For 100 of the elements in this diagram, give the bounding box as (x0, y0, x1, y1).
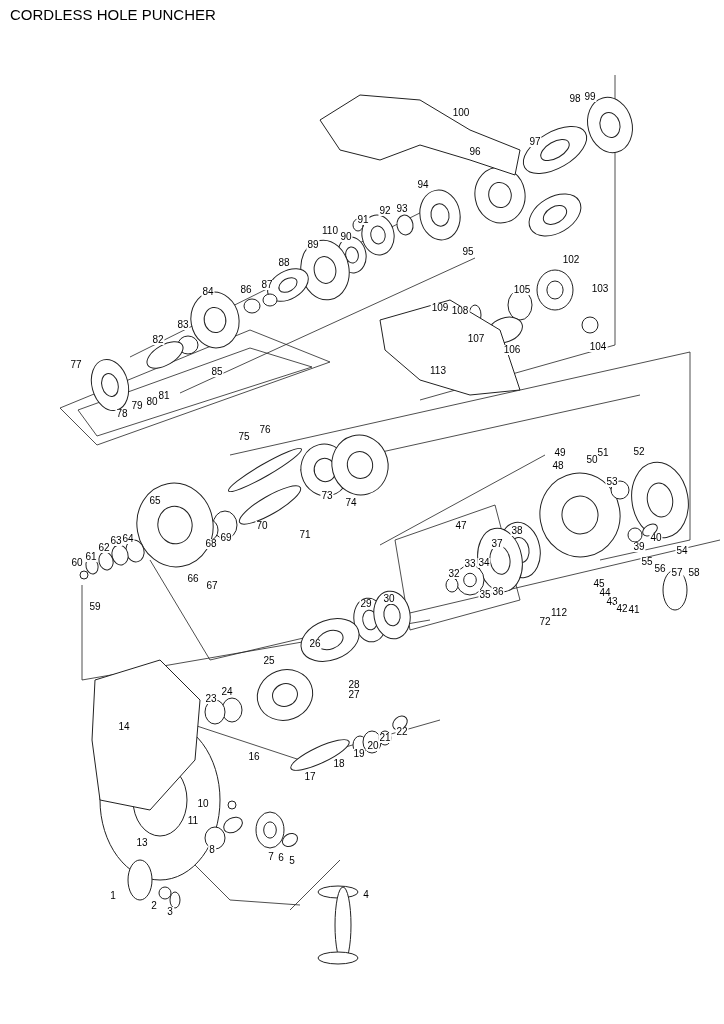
callout-number: 42 (615, 604, 629, 614)
callout-number: 72 (538, 617, 552, 627)
callout-number: 13 (135, 838, 149, 848)
callout-number: 57 (670, 568, 684, 578)
callout-number: 1 (109, 891, 117, 901)
callout-number: 87 (260, 280, 274, 290)
callout-number: 48 (551, 461, 565, 471)
callout-number: 78 (115, 409, 129, 419)
callout-number: 33 (463, 559, 477, 569)
callout-number: 54 (675, 546, 689, 556)
callout-number: 74 (344, 498, 358, 508)
callout-number: 102 (561, 255, 581, 265)
callout-number: 94 (416, 180, 430, 190)
callout-number: 41 (627, 605, 641, 615)
callout-number: 28 (347, 680, 361, 690)
callout-number: 21 (378, 733, 392, 743)
callout-number: 47 (454, 521, 468, 531)
callout-number: 89 (306, 240, 320, 250)
callout-number: 30 (382, 594, 396, 604)
callout-number: 99 (583, 92, 597, 102)
callout-number: 59 (88, 602, 102, 612)
callout-number: 6 (277, 853, 285, 863)
callout-number: 34 (477, 558, 491, 568)
callout-number: 75 (237, 432, 251, 442)
callout-number: 85 (210, 367, 224, 377)
callout-number: 81 (157, 391, 171, 401)
callout-number: 109 (430, 303, 450, 313)
callout-number: 32 (447, 569, 461, 579)
callout-number: 60 (70, 558, 84, 568)
callout-number: 45 (592, 579, 606, 589)
callout-number: 106 (502, 345, 522, 355)
callout-number: 49 (553, 448, 567, 458)
callout-number: 93 (395, 204, 409, 214)
callout-number: 76 (258, 425, 272, 435)
callout-number: 35 (478, 590, 492, 600)
callout-number: 10 (196, 799, 210, 809)
callout-number: 67 (205, 581, 219, 591)
callout-number: 103 (590, 284, 610, 294)
callout-number: 8 (208, 845, 216, 855)
callout-number: 53 (605, 477, 619, 487)
callout-number: 7 (267, 852, 275, 862)
callout-number: 27 (347, 690, 361, 700)
callout-number: 23 (204, 694, 218, 704)
callout-number: 2 (150, 901, 158, 911)
callout-number: 79 (130, 401, 144, 411)
callout-number: 5 (288, 856, 296, 866)
callout-number: 40 (649, 533, 663, 543)
callout-number: 104 (588, 342, 608, 352)
callout-number: 91 (356, 215, 370, 225)
callout-number: 90 (339, 232, 353, 242)
callout-number: 44 (598, 588, 612, 598)
callout-number: 19 (352, 749, 366, 759)
callout-number: 77 (69, 360, 83, 370)
callout-number: 100 (451, 108, 471, 118)
callout-number: 16 (247, 752, 261, 762)
callout-number: 36 (491, 587, 505, 597)
callout-number: 22 (395, 727, 409, 737)
callout-number: 86 (239, 285, 253, 295)
callout-number: 112 (550, 608, 568, 618)
callout-number: 25 (262, 656, 276, 666)
callout-number: 95 (461, 247, 475, 257)
callout-number: 97 (528, 137, 542, 147)
callout-number: 37 (490, 539, 504, 549)
callout-number: 65 (148, 496, 162, 506)
callout-number: 20 (366, 741, 380, 751)
callout-number: 3 (166, 907, 174, 917)
callout-number: 62 (97, 543, 111, 553)
callout-number: 4 (362, 890, 370, 900)
callout-number: 38 (510, 526, 524, 536)
callout-number: 84 (201, 287, 215, 297)
callout-number: 58 (687, 568, 701, 578)
callout-number: 56 (653, 564, 667, 574)
callout-number: 110 (321, 226, 339, 236)
callout-number: 29 (359, 599, 373, 609)
callout-number: 14 (117, 722, 131, 732)
callout-number: 61 (84, 552, 98, 562)
callout-number: 105 (512, 285, 532, 295)
callout-number: 113 (429, 366, 447, 376)
callout-number: 83 (176, 320, 190, 330)
callout-number: 11 (186, 816, 200, 826)
callout-number: 70 (255, 521, 269, 531)
callout-number: 71 (298, 530, 312, 540)
callout-number: 66 (186, 574, 200, 584)
callout-number: 17 (303, 772, 317, 782)
callout-number: 82 (151, 335, 165, 345)
callout-number: 24 (220, 687, 234, 697)
callout-number: 88 (277, 258, 291, 268)
callout-number: 108 (450, 306, 470, 316)
callout-number: 73 (320, 491, 334, 501)
callout-number: 18 (332, 759, 346, 769)
callout-number: 26 (308, 639, 322, 649)
callout-number: 80 (145, 397, 159, 407)
callout-number: 98 (568, 94, 582, 104)
callout-number: 107 (466, 334, 486, 344)
callout-number: 55 (640, 557, 654, 567)
callout-number: 43 (605, 597, 619, 607)
callout-number: 68 (204, 539, 218, 549)
callout-number: 39 (632, 542, 646, 552)
callout-number: 69 (219, 533, 233, 543)
title: CORDLESS HOLE PUNCHER (10, 5, 216, 25)
